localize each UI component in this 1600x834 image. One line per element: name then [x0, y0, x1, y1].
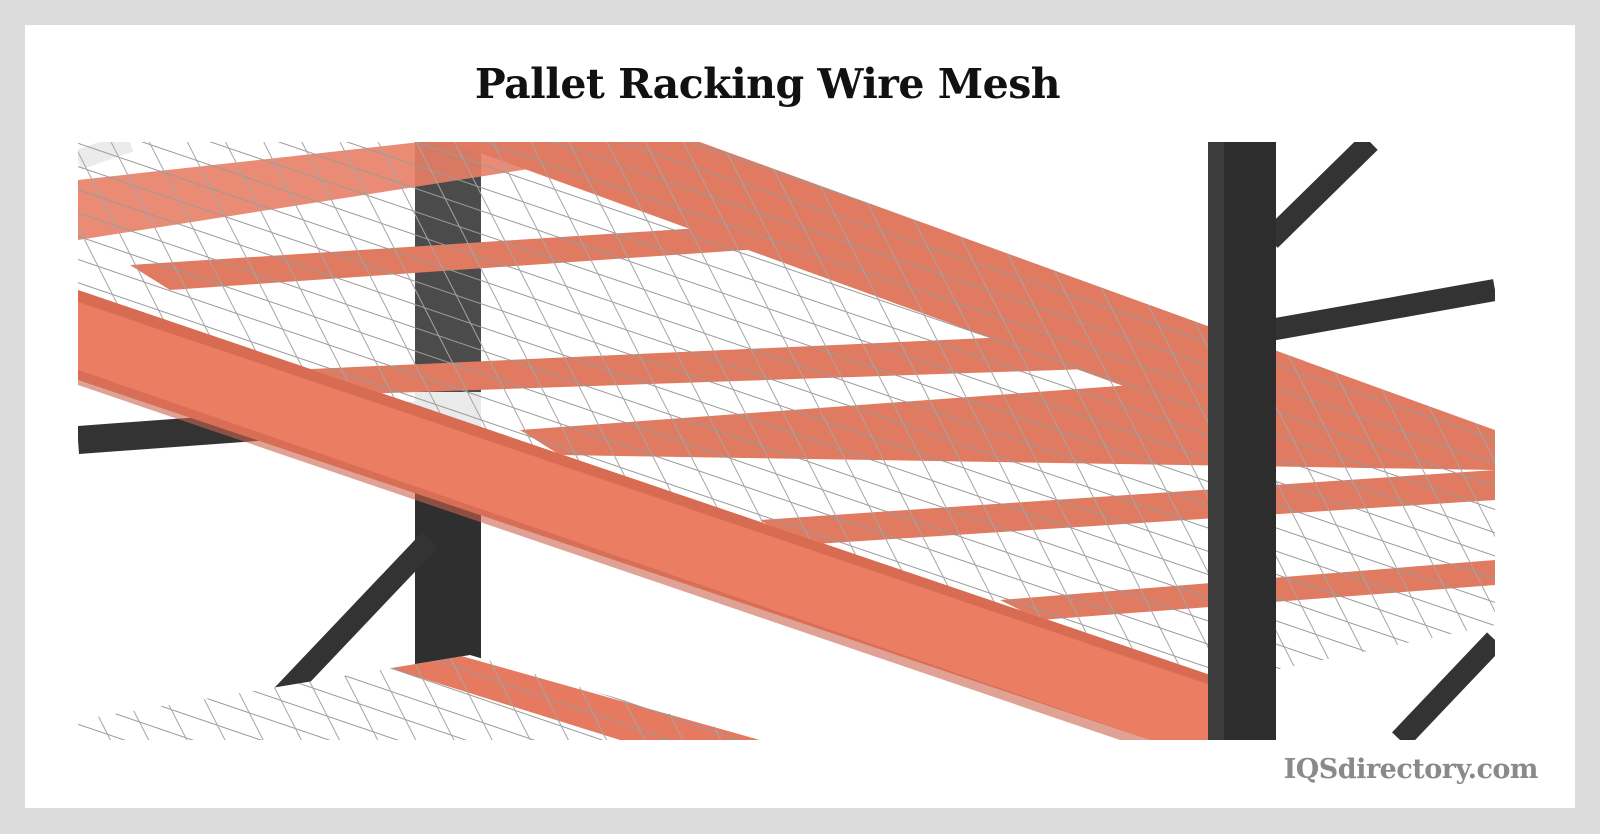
upright-right — [1208, 142, 1276, 740]
front-step-beam — [78, 290, 1225, 740]
iqsdirectory-logo: IQSdirectory.com — [1283, 754, 1539, 785]
figure-title: Pallet Racking Wire Mesh — [474, 60, 1061, 108]
upright-right-braces — [1262, 142, 1495, 740]
